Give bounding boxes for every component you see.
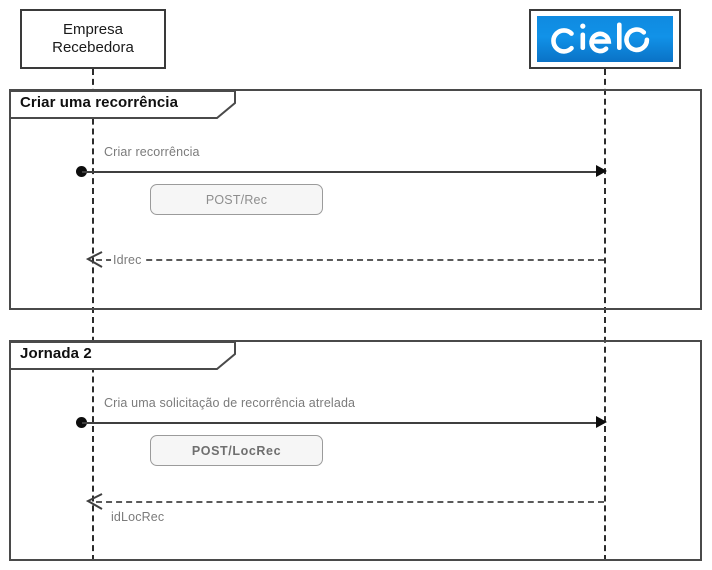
lifeline-cielo bbox=[604, 69, 606, 561]
participant-empresa-label: Empresa Recebedora bbox=[52, 20, 134, 56]
note-post-locrec-label: POST/LocRec bbox=[191, 443, 282, 458]
message-source-dot-1 bbox=[76, 166, 87, 177]
note-post-rec-label: POST/Rec bbox=[205, 192, 268, 207]
frame-1-title: Criar uma recorrência bbox=[20, 94, 179, 111]
message-arrowhead-criar-recorrencia bbox=[596, 165, 607, 177]
participant-empresa-recebedora[interactable]: Empresa Recebedora bbox=[20, 9, 166, 69]
return-arrowhead-idlocrec bbox=[85, 493, 103, 510]
message-label-criar-recorrencia: Criar recorrência bbox=[104, 145, 200, 159]
message-label-cria-solicitacao: Cria uma solicitação de recorrência atre… bbox=[104, 396, 356, 410]
frame-2-title: Jornada 2 bbox=[20, 345, 92, 362]
note-post-locrec[interactable]: POST/LocRec bbox=[150, 435, 323, 466]
message-arrowhead-cria-solicitacao bbox=[596, 416, 607, 428]
return-line-idlocrec bbox=[96, 501, 604, 503]
frame-jornada-2 bbox=[9, 340, 702, 561]
message-line-cria-solicitacao bbox=[82, 422, 598, 424]
note-post-rec[interactable]: POST/Rec bbox=[150, 184, 323, 215]
lifeline-empresa-recebedora bbox=[92, 69, 94, 561]
message-line-criar-recorrencia bbox=[82, 171, 598, 173]
participant-cielo[interactable] bbox=[529, 9, 681, 69]
cielo-logo-icon bbox=[537, 16, 673, 62]
return-label-idlocrec: idLocRec bbox=[111, 510, 165, 524]
return-arrowhead-idrec bbox=[85, 251, 103, 268]
return-line-idrec bbox=[96, 259, 604, 261]
message-source-dot-2 bbox=[76, 417, 87, 428]
return-label-idrec: Idrec bbox=[111, 253, 144, 267]
frame-criar-uma-recorrencia bbox=[9, 89, 702, 310]
